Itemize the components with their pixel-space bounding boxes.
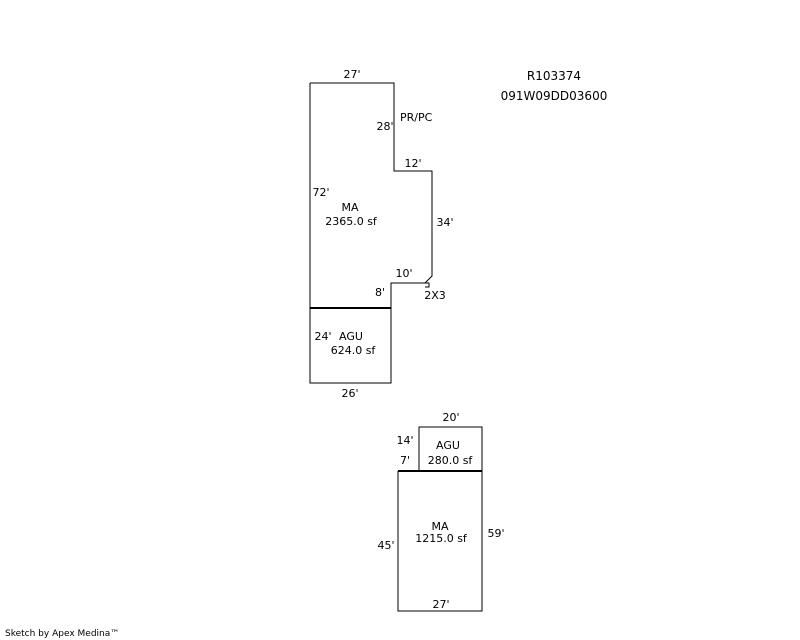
- garage-code-2: AGU: [436, 439, 460, 452]
- main-area-size-2: 1215.0 sf: [415, 532, 468, 545]
- garage-size: 624.0 sf: [331, 344, 377, 357]
- main-area-code-2: MA: [431, 520, 448, 533]
- dim-step-run: 10': [395, 267, 412, 280]
- corner-tick: [425, 282, 430, 288]
- dim-right-side: 34': [436, 216, 453, 229]
- dim-left-side-2: 45': [377, 539, 394, 552]
- dim-notch-run: 12': [404, 157, 421, 170]
- garage-code: AGU: [339, 330, 363, 343]
- dim-notch-drop: 28': [376, 120, 393, 133]
- main-area-code: MA: [341, 201, 358, 214]
- map-number: 091W09DD03600: [501, 89, 608, 103]
- dim-bottom-2: 27': [432, 598, 449, 611]
- dim-offset: 7': [400, 454, 410, 467]
- building-1-main-area-outline: [309, 82, 433, 308]
- sketch-credit: Sketch by Apex Medina™: [5, 629, 119, 639]
- dim-right-side-2: 59': [487, 527, 504, 540]
- building-2-main-area-outline: [397, 471, 483, 612]
- porch-label: PR/PC: [400, 111, 433, 124]
- dim-garage-side-2: 14': [396, 434, 413, 447]
- main-area-size: 2365.0 sf: [325, 215, 378, 228]
- dim-garage-top: 20': [442, 411, 459, 424]
- dim-step-drop: 8': [375, 286, 385, 299]
- building-1-garage-outline: [309, 308, 392, 384]
- dim-garage-side: 24': [314, 330, 331, 343]
- building-2-garage-outline: [418, 426, 483, 471]
- dim-garage-bottom: 26': [341, 387, 358, 400]
- account-number: R103374: [527, 69, 581, 83]
- corner-label: 2X3: [424, 289, 446, 302]
- dim-left-side: 72': [312, 186, 329, 199]
- garage-size-2: 280.0 sf: [428, 454, 474, 467]
- dim-top: 27': [343, 68, 360, 81]
